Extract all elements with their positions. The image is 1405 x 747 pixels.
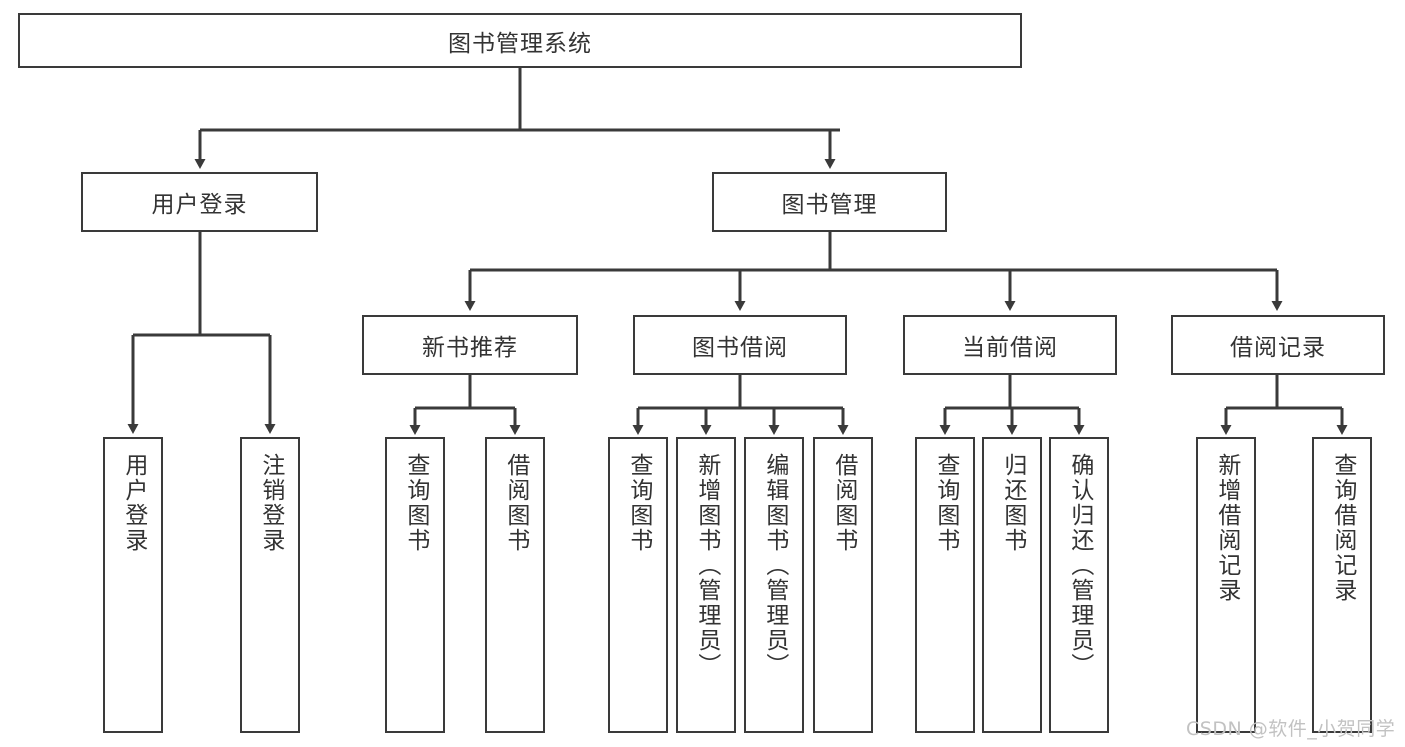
leaf-query-book-current[interactable]: 查询图书 bbox=[915, 437, 975, 733]
node-label: 归还图书 bbox=[999, 453, 1026, 553]
node-label: 用户登录 bbox=[151, 192, 248, 218]
node-label: 新增图书（管理员） bbox=[693, 453, 720, 678]
leaf-return-book[interactable]: 归还图书 bbox=[982, 437, 1042, 733]
node-label: 新增借阅记录 bbox=[1213, 453, 1240, 603]
node-book-management[interactable]: 图书管理 bbox=[712, 172, 947, 232]
node-new-book-recommend[interactable]: 新书推荐 bbox=[362, 315, 578, 375]
node-label: 确认归还（管理员） bbox=[1066, 453, 1093, 678]
node-label: 查询图书 bbox=[625, 453, 652, 553]
node-label: 当前借阅 bbox=[962, 335, 1058, 361]
leaf-query-book-borrow[interactable]: 查询图书 bbox=[608, 437, 668, 733]
leaf-edit-book[interactable]: 编辑图书（管理员） bbox=[744, 437, 804, 733]
node-label: 图书管理系统 bbox=[448, 30, 592, 57]
leaf-query-borrow-record[interactable]: 查询借阅记录 bbox=[1312, 437, 1372, 733]
node-current-borrow[interactable]: 当前借阅 bbox=[903, 315, 1117, 375]
node-label: 注销登录 bbox=[257, 453, 284, 553]
node-borrow-record[interactable]: 借阅记录 bbox=[1171, 315, 1385, 375]
node-book-borrow[interactable]: 图书借阅 bbox=[633, 315, 847, 375]
leaf-logout-login[interactable]: 注销登录 bbox=[240, 437, 300, 733]
node-label: 图书借阅 bbox=[692, 335, 788, 361]
node-label: 查询图书 bbox=[932, 453, 959, 553]
node-label: 借阅图书 bbox=[830, 453, 857, 553]
node-label: 查询图书 bbox=[402, 453, 429, 553]
leaf-borrow-book-new-recommend[interactable]: 借阅图书 bbox=[485, 437, 545, 733]
leaf-confirm-return[interactable]: 确认归还（管理员） bbox=[1049, 437, 1109, 733]
node-label: 编辑图书（管理员） bbox=[761, 453, 788, 678]
leaf-add-borrow-record[interactable]: 新增借阅记录 bbox=[1196, 437, 1256, 733]
leaf-user-login[interactable]: 用户登录 bbox=[103, 437, 163, 733]
watermark: CSDN @软件_小贺同学 bbox=[1186, 718, 1396, 740]
node-label: 借阅图书 bbox=[502, 453, 529, 553]
node-label: 新书推荐 bbox=[422, 335, 518, 361]
node-user-login[interactable]: 用户登录 bbox=[81, 172, 318, 232]
leaf-borrow-book[interactable]: 借阅图书 bbox=[813, 437, 873, 733]
node-label: 借阅记录 bbox=[1230, 335, 1326, 361]
leaf-query-book-new-recommend[interactable]: 查询图书 bbox=[385, 437, 445, 733]
node-book-management-system[interactable]: 图书管理系统 bbox=[18, 13, 1022, 68]
node-label: 查询借阅记录 bbox=[1329, 453, 1356, 603]
node-label: 用户登录 bbox=[120, 453, 147, 553]
node-label: 图书管理 bbox=[781, 192, 878, 218]
leaf-add-book[interactable]: 新增图书（管理员） bbox=[676, 437, 736, 733]
